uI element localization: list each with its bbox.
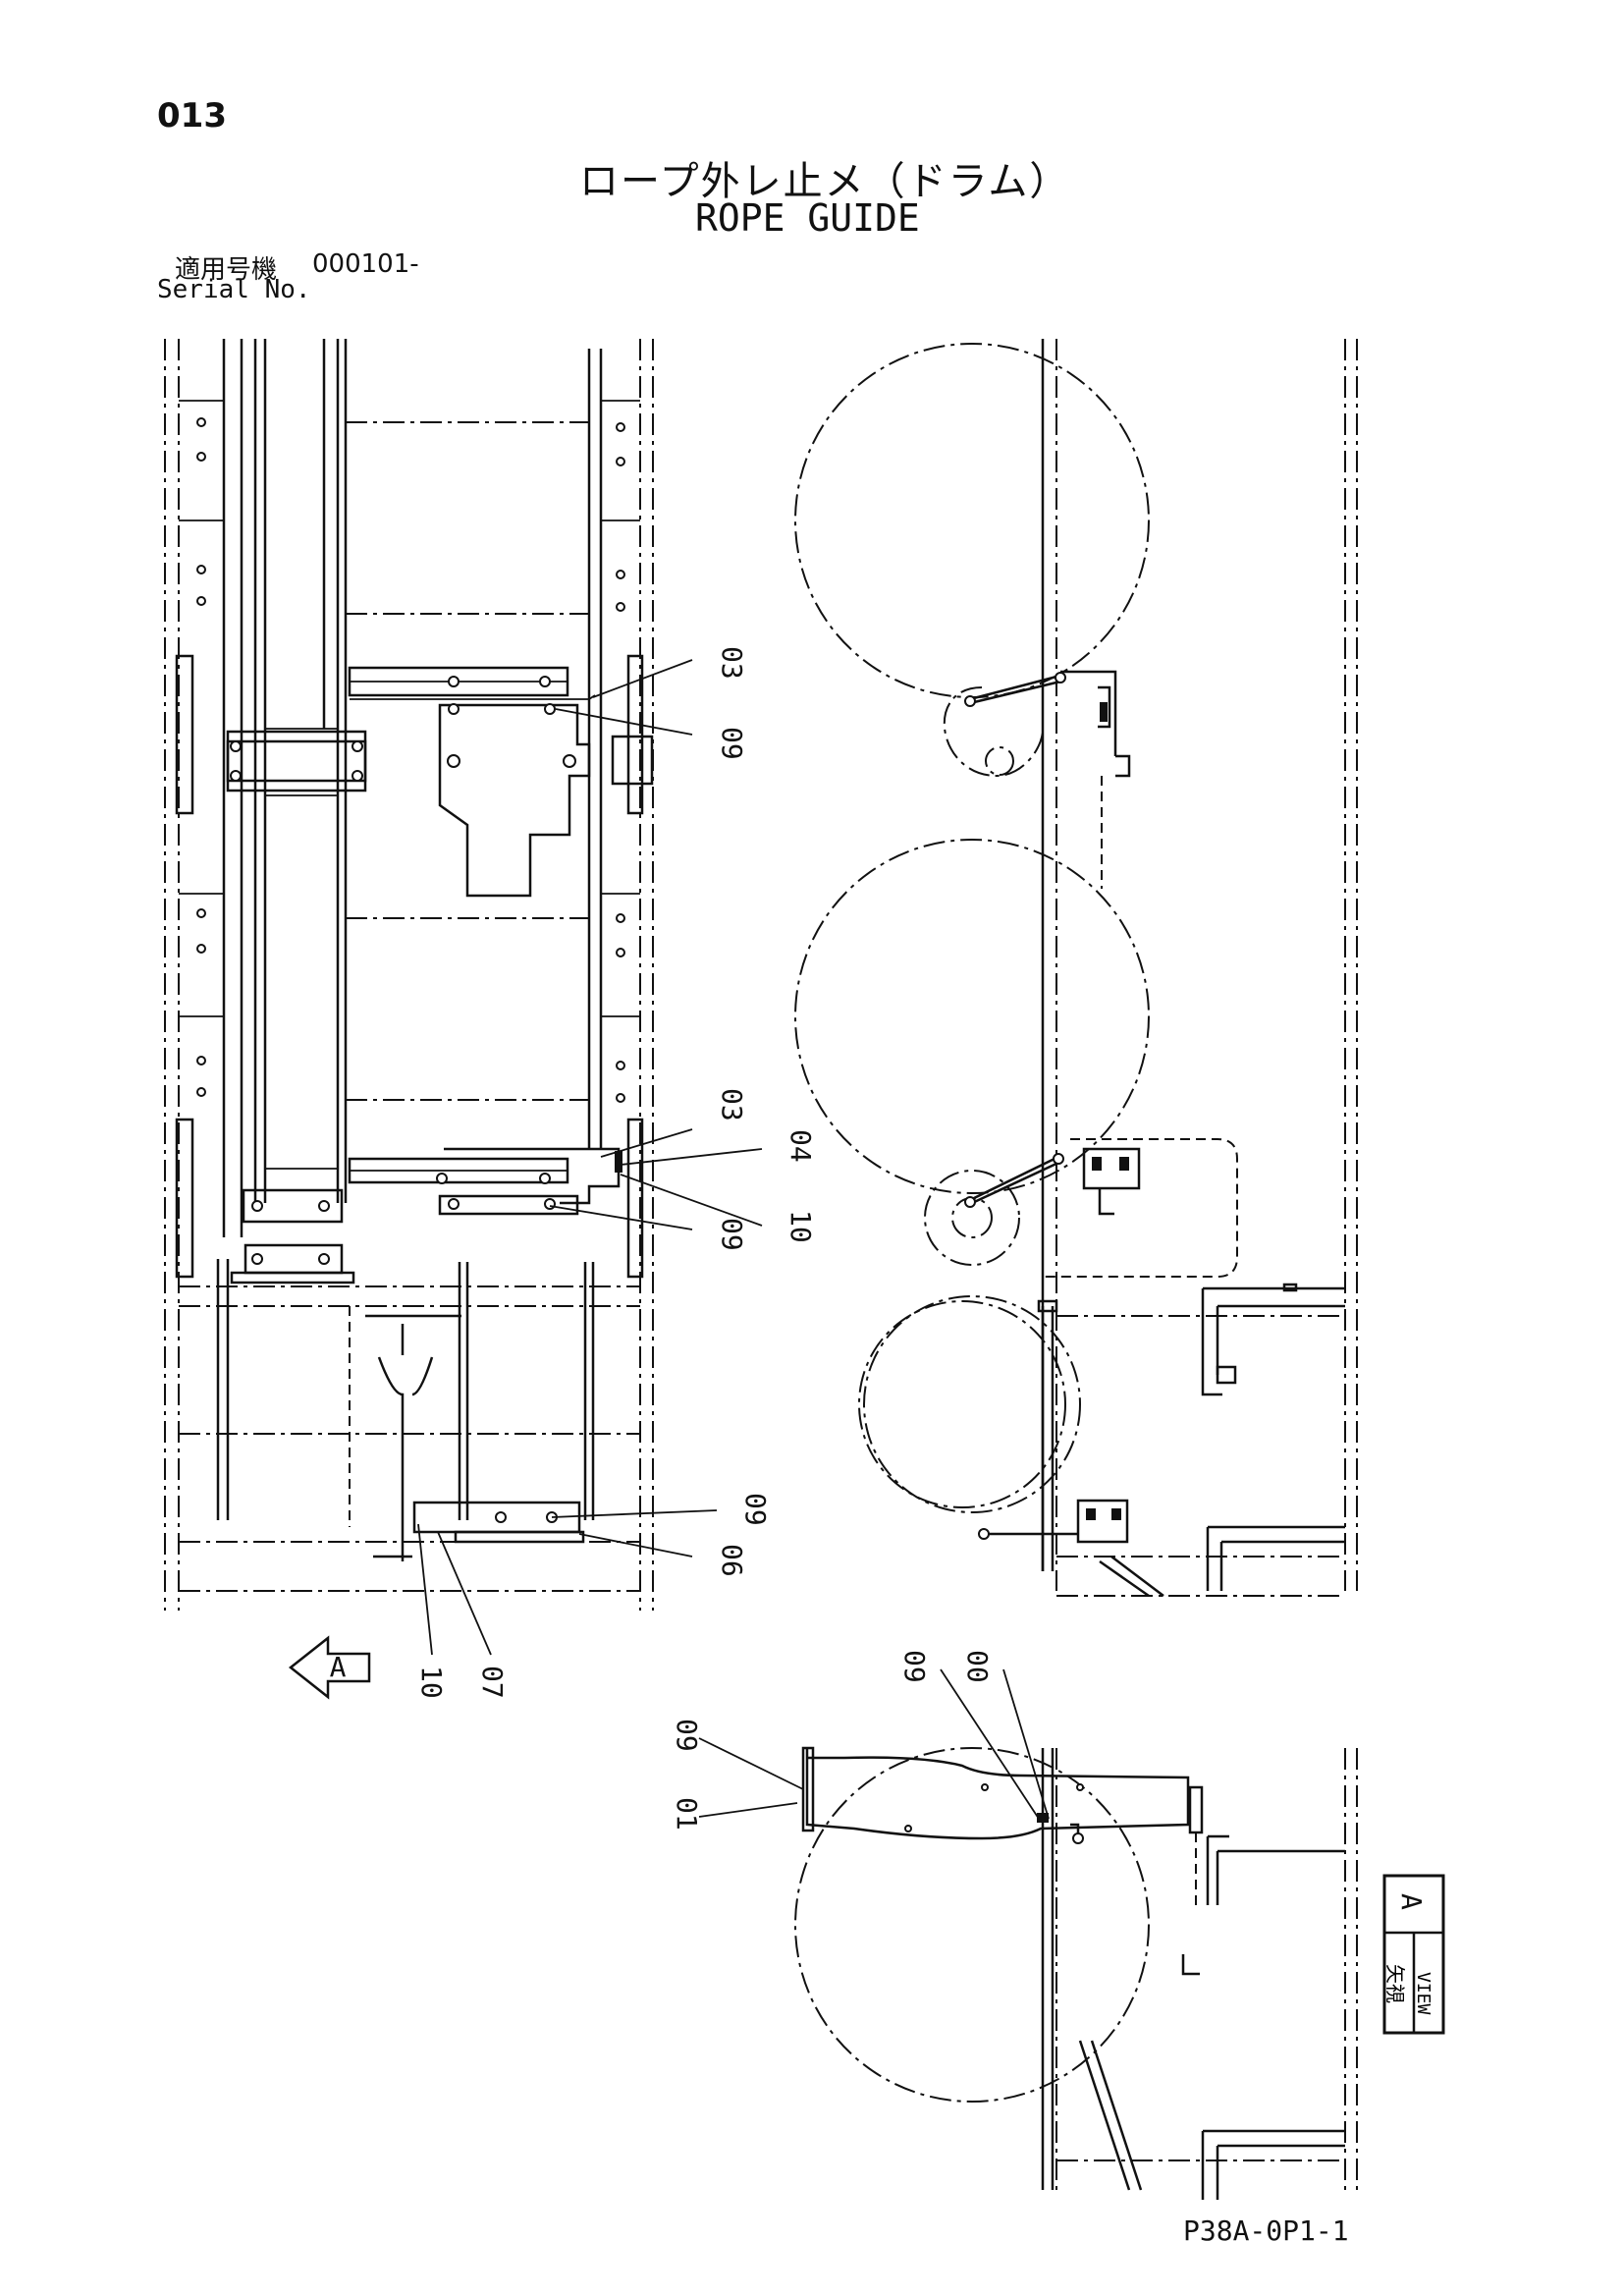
left-frame-assembly [164,339,654,1611]
callout-10-low: 10 [415,1666,448,1699]
callout-10-mid: 10 [784,1210,817,1243]
left-callout-leaders [417,659,763,1656]
view-box-letter: A [1395,1893,1428,1910]
callout-03-top: 03 [716,646,748,680]
callout-09-view-left: 09 [671,1719,703,1752]
callout-06-low: 06 [716,1544,748,1577]
callout-01-view: 01 [671,1797,703,1831]
view-a-detail [698,1668,1358,2200]
view-box-en-label: VIEW [1413,1972,1434,2015]
drawing-code: P38A-0P1-1 [1183,2214,1349,2247]
view-arrow-label: A [330,1651,347,1683]
page-title-japanese: ロープ外レ止メ（ドラム） [579,159,1071,204]
page-number: 013 [157,96,227,136]
callout-00-view: 00 [961,1650,994,1683]
view-a-box [1382,1874,1445,2035]
callout-09-top: 09 [716,727,748,760]
callout-03-mid: 03 [716,1088,748,1121]
callout-07-low: 07 [476,1666,509,1699]
serial-label-japanese: 適用号機 [175,255,278,285]
serial-number-value: 000101- [312,249,419,279]
callout-04-mid: 04 [784,1129,817,1163]
callout-09-low: 09 [739,1493,772,1526]
callout-09-view: 09 [898,1650,931,1683]
page-title-english: ROPE GUIDE [695,196,920,240]
view-box-jp-label: 矢視 [1383,1964,1407,2003]
right-drum-side-view [794,339,1358,1598]
view-arrow-a [288,1635,371,1700]
callout-09-mid: 09 [716,1218,748,1251]
serial-label-english: Serial No. [157,275,311,304]
